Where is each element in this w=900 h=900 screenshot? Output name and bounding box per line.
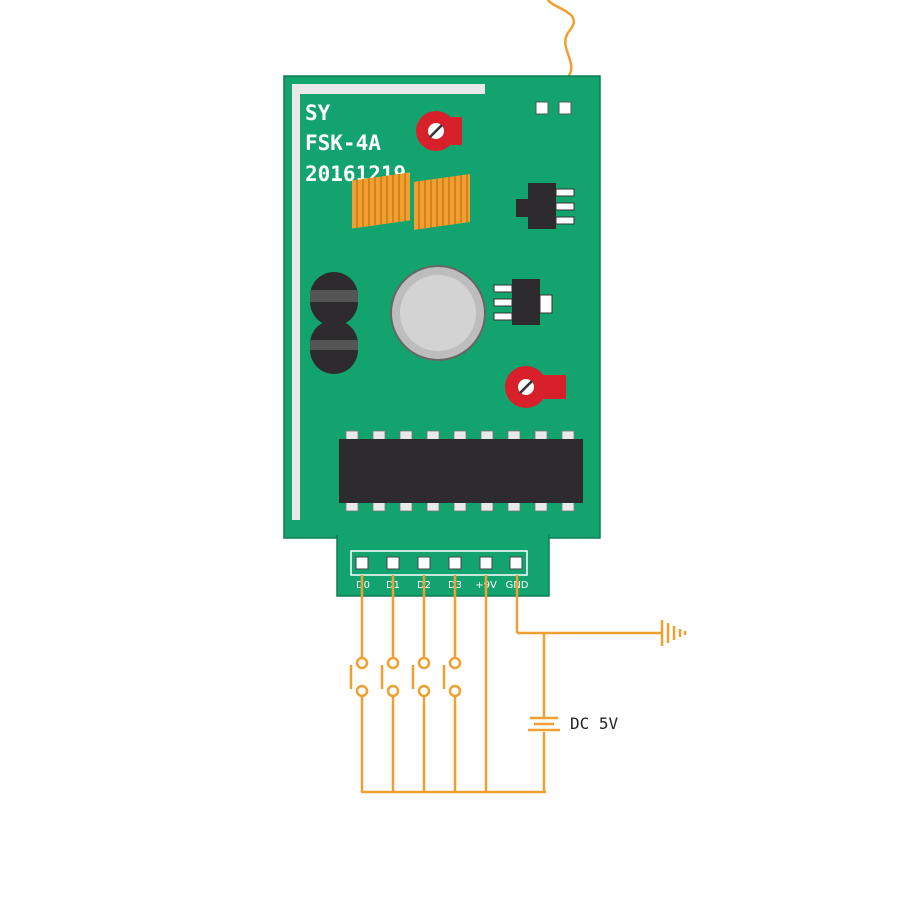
power-label: DC 5V bbox=[570, 714, 619, 733]
battery-icon bbox=[528, 716, 560, 732]
header-pins bbox=[355, 556, 523, 570]
regulator-top-icon bbox=[516, 183, 575, 229]
trimmer-top-icon bbox=[416, 111, 462, 151]
ground-icon bbox=[660, 620, 687, 646]
gnd-wire bbox=[515, 575, 662, 792]
regulator-middle-icon bbox=[493, 279, 553, 325]
d2-wire-with-button bbox=[411, 575, 431, 792]
inductor-coil-right-icon bbox=[414, 173, 470, 230]
crystal-resonator-icon bbox=[390, 265, 486, 361]
header-outline bbox=[350, 550, 528, 576]
silkscreen-line-1: SY bbox=[305, 101, 331, 125]
d3-wire-with-button bbox=[442, 575, 462, 792]
d0-wire-with-button bbox=[349, 575, 369, 792]
d1-wire-with-button bbox=[380, 575, 400, 792]
antenna-pad-left bbox=[535, 101, 549, 115]
inductor-coil-left-icon bbox=[352, 172, 410, 229]
silkscreen-line-2: FSK-4A bbox=[305, 131, 381, 155]
transistor-lower-icon bbox=[310, 320, 358, 374]
antenna-pad-right bbox=[558, 101, 572, 115]
transistor-upper-icon bbox=[310, 272, 358, 326]
trimmer-bottom-icon bbox=[505, 366, 566, 408]
dip-ic-chip bbox=[339, 430, 583, 512]
